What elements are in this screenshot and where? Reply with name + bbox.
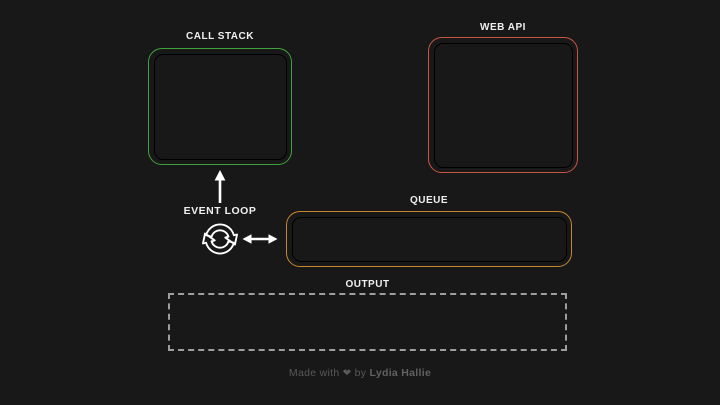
queue-box-inner — [291, 216, 567, 262]
heart-icon: ❤ — [342, 368, 352, 379]
call-stack-label: CALL STACK — [186, 31, 254, 42]
output-box — [168, 293, 567, 351]
footer-author: Lydia Hallie — [369, 367, 432, 379]
double-arrow-icon — [242, 234, 278, 244]
queue-label: QUEUE — [409, 195, 449, 206]
footer-made-with-text: Made with — [288, 367, 340, 379]
event-loop-label: EVENT LOOP — [183, 205, 257, 217]
web-api-box-inner — [433, 42, 573, 168]
arrow-up-icon — [214, 170, 226, 203]
footer-by-text: by — [354, 367, 367, 379]
web-api-box — [428, 37, 578, 173]
footer-credit: Made with ❤ by Lydia Hallie — [0, 367, 720, 379]
event-loop-cycle-icon — [202, 223, 238, 255]
call-stack-box-inner — [153, 53, 287, 160]
queue-box — [286, 211, 572, 267]
call-stack-box — [148, 48, 292, 165]
output-label: OUTPUT — [345, 279, 390, 290]
web-api-label: WEB API — [480, 22, 526, 33]
